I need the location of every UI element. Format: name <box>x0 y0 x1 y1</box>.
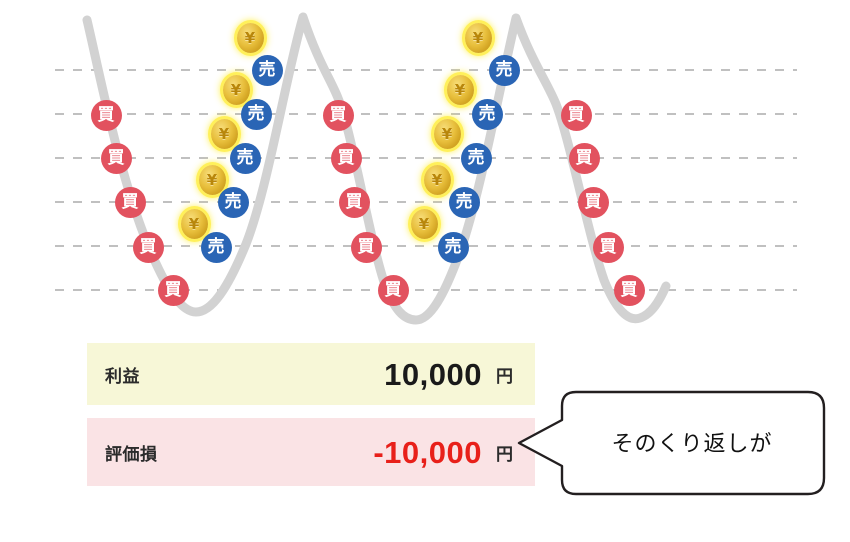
loss-row-unit: 円 <box>496 444 513 465</box>
sell-marker: 売 <box>251 54 283 86</box>
coins-layer: ¥ ¥ ¥ ¥ ¥ ¥ ¥ ¥ ¥ ¥ <box>180 23 492 239</box>
sell-marker: 売 <box>448 186 480 218</box>
yen-coin-icon: ¥ <box>222 75 250 105</box>
yen-coin-icon: ¥ <box>180 209 208 239</box>
buy-marker: 買 <box>132 231 164 263</box>
yen-coin-icon: ¥ <box>423 165 451 195</box>
yen-coin-icon: ¥ <box>410 209 438 239</box>
buy-marker: 買 <box>592 231 624 263</box>
sell-marker: 売 <box>229 142 261 174</box>
yen-coin-icon: ¥ <box>198 165 226 195</box>
buy-marker: 買 <box>350 231 382 263</box>
sell-marker: 売 <box>460 142 492 174</box>
table-row-profit: 利益 10,000 円 <box>87 343 535 405</box>
speech-bubble-text: そのくり返しが <box>611 432 773 457</box>
yen-coin-icon: ¥ <box>433 119 461 149</box>
buy-marker: 買 <box>157 274 189 306</box>
pl-summary-table: 利益 10,000 円 評価損 -10,000 円 <box>87 343 535 486</box>
yen-coin-icon: ¥ <box>464 23 492 53</box>
table-row-valuation-loss: 評価損 -10,000 円 <box>87 418 535 486</box>
buy-marker: 買 <box>377 274 409 306</box>
profit-row-value: 10,000 <box>384 356 482 392</box>
sell-marker: 売 <box>471 98 503 130</box>
buy-marker: 買 <box>330 142 362 174</box>
buy-marker: 買 <box>338 186 370 218</box>
trade-markers-layer: 買買買買買売売売売売買買買買買売売売売売買買買買買 <box>90 54 645 306</box>
buy-marker: 買 <box>322 99 354 131</box>
buy-marker: 買 <box>90 99 122 131</box>
sell-marker: 売 <box>240 98 272 130</box>
buy-marker: 買 <box>568 142 600 174</box>
buy-marker: 買 <box>613 274 645 306</box>
loss-row-label: 評価損 <box>105 444 158 465</box>
yen-coin-icon: ¥ <box>210 119 238 149</box>
yen-coin-icon: ¥ <box>236 23 264 53</box>
loss-row-value: -10,000 <box>373 434 482 470</box>
profit-row-unit: 円 <box>496 366 513 387</box>
buy-marker: 買 <box>114 186 146 218</box>
sell-marker: 売 <box>437 231 469 263</box>
sell-marker: 売 <box>488 54 520 86</box>
buy-marker: 買 <box>100 142 132 174</box>
yen-coin-icon: ¥ <box>446 75 474 105</box>
bubble-outline <box>517 390 826 496</box>
buy-marker: 買 <box>560 99 592 131</box>
sell-marker: 売 <box>200 231 232 263</box>
gridlines-group <box>55 69 797 291</box>
speech-bubble-shape <box>517 390 826 496</box>
profit-row-label: 利益 <box>105 366 140 387</box>
price-wave-chart: ¥¥¥¥¥¥¥¥¥¥ 買買買買買売売売売売買買買買買売売売売売買買買買買 <box>55 12 797 325</box>
sell-marker: 売 <box>217 186 249 218</box>
buy-marker: 買 <box>577 186 609 218</box>
